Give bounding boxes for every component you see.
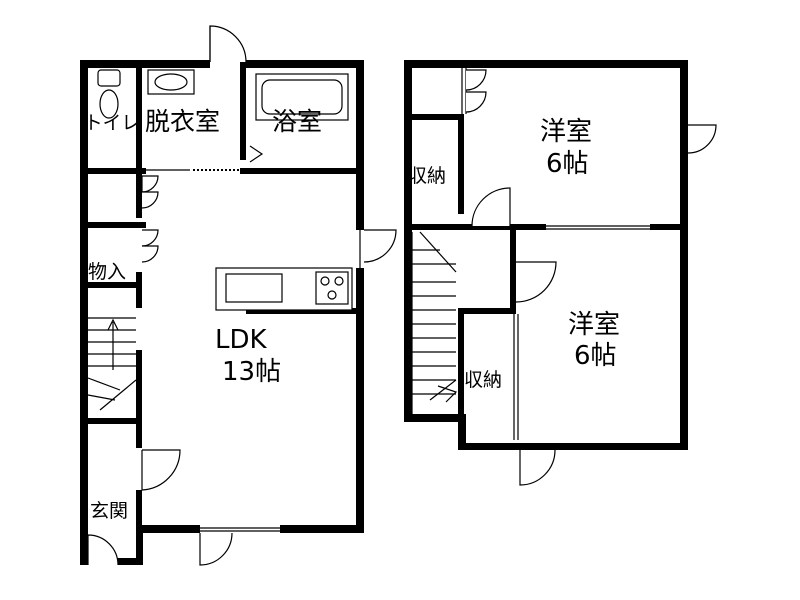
wall: [136, 418, 142, 448]
door: [141, 175, 159, 193]
bathroom-label: 浴室: [272, 107, 322, 136]
wall: [650, 224, 688, 230]
wall: [280, 525, 364, 533]
door: [87, 534, 119, 566]
closet-lower-label: 収納: [464, 369, 502, 391]
door: [687, 124, 717, 154]
toilet-fixture: [97, 69, 121, 87]
door: [141, 229, 159, 247]
wall: [80, 60, 88, 565]
wall: [80, 282, 140, 288]
wall: [404, 224, 546, 230]
toilet-bowl: [99, 89, 119, 119]
wall: [356, 268, 364, 531]
room-upper-size-label: 6帖: [546, 149, 589, 179]
door: [141, 191, 159, 209]
kitchen-sink: [225, 273, 283, 303]
toilet-label: トイレ: [84, 112, 140, 134]
door: [465, 69, 487, 91]
wall: [404, 60, 412, 420]
wall: [80, 222, 146, 228]
closet-upper-label: 収納: [408, 165, 446, 187]
door: [363, 229, 397, 263]
wall: [136, 60, 142, 172]
dressing-room-label: 脱衣室: [145, 107, 220, 136]
wall: [80, 168, 146, 174]
wall: [404, 414, 466, 422]
wall: [80, 418, 142, 424]
ldk-name-label: LDK: [215, 325, 268, 355]
storage-label: 物入: [88, 261, 126, 283]
wall: [246, 308, 356, 314]
wall: [458, 114, 464, 214]
door: [209, 25, 247, 63]
wall: [458, 308, 516, 314]
stairs: [87, 317, 137, 411]
door: [199, 532, 233, 566]
wall: [136, 350, 142, 420]
door: [465, 91, 487, 113]
room-upper-name-label: 洋室: [540, 117, 592, 147]
wall: [80, 60, 210, 68]
door: [141, 449, 181, 491]
room-lower-size-label: 6帖: [574, 341, 617, 371]
ldk-size-label: 13帖: [222, 357, 281, 387]
wall: [240, 168, 364, 174]
entrance-label: 玄関: [90, 500, 128, 522]
door: [141, 245, 159, 263]
wall: [356, 60, 364, 230]
room-lower-name-label: 洋室: [568, 310, 620, 340]
floor-2: [404, 60, 717, 486]
wall: [246, 60, 364, 68]
door: [519, 449, 556, 486]
wall: [136, 168, 142, 218]
floor-1: [80, 25, 397, 566]
door: [515, 261, 557, 303]
wall: [136, 490, 142, 530]
wall: [136, 272, 142, 308]
wall: [680, 60, 688, 450]
wall: [240, 60, 246, 160]
wall: [510, 224, 516, 310]
wall: [136, 525, 200, 533]
wall: [404, 114, 464, 120]
stairs: [411, 231, 458, 414]
wall: [404, 60, 688, 68]
wall: [136, 525, 143, 565]
wall: [458, 314, 464, 419]
door: [471, 187, 511, 227]
wall: [458, 414, 466, 450]
